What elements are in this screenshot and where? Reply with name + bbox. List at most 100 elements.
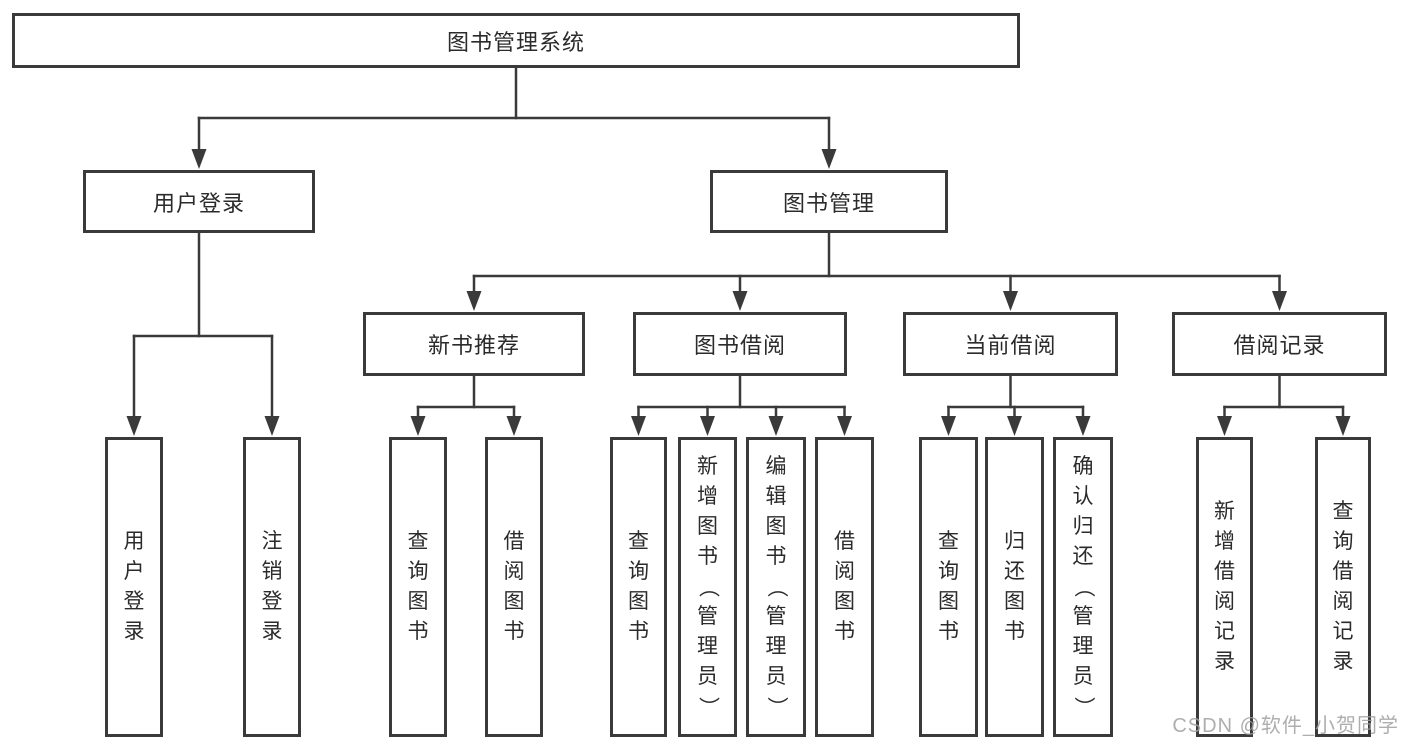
vertical-char: 理 <box>1072 635 1094 658</box>
vertical-char: （ <box>765 576 788 598</box>
vertical-char: 查 <box>938 530 959 553</box>
node-user-login-op: 用户登录 <box>105 437 163 737</box>
vertical-char: 借 <box>1332 560 1354 583</box>
node-records-query-record: 查询借阅记录 <box>1315 437 1371 737</box>
vertical-char: 书 <box>628 620 649 643</box>
vertical-char: 理 <box>765 635 787 658</box>
vertical-char: 查 <box>407 530 429 553</box>
node-book-borrow: 图书借阅 <box>633 312 847 376</box>
node-current-return-books: 归还图书 <box>985 437 1044 737</box>
vertical-char: 图 <box>407 590 429 613</box>
node-borrow-borrow-books: 借阅图书 <box>815 437 874 737</box>
vertical-char: 借 <box>503 530 525 553</box>
vertical-char: 增 <box>1214 530 1235 553</box>
node-current-query-books: 查询图书 <box>919 437 978 737</box>
vertical-char: 员 <box>765 665 787 688</box>
vertical-char: 图 <box>834 590 855 613</box>
node-recommend-borrow-books: 借阅图书 <box>485 437 543 737</box>
vertical-char: 录 <box>261 620 283 643</box>
vertical-char: 新 <box>697 455 718 478</box>
vertical-char: 记 <box>1214 620 1235 643</box>
vertical-char: 注 <box>261 530 283 553</box>
vertical-char: 管 <box>697 605 718 628</box>
node-book-management: 图书管理 <box>710 170 948 233</box>
vertical-char: 书 <box>407 620 429 643</box>
vertical-char: 借 <box>1214 560 1235 583</box>
node-borrow-edit-books: 编辑图书 （ 管理员 ） <box>746 437 806 737</box>
vertical-char: 录 <box>1332 650 1354 673</box>
vertical-char: 询 <box>938 560 959 583</box>
vertical-char: ） <box>696 696 720 718</box>
vertical-char: 询 <box>407 560 429 583</box>
arrow-head-icon <box>941 416 956 436</box>
vertical-char: 确 <box>1072 455 1094 478</box>
vertical-char: 认 <box>1072 485 1094 508</box>
vertical-char: 登 <box>123 590 145 613</box>
node-recommend-query-books: 查询图书 <box>389 437 447 737</box>
vertical-char: 销 <box>261 560 283 583</box>
node-borrow-records: 借阅记录 <box>1172 312 1387 376</box>
vertical-char: 询 <box>1332 530 1354 553</box>
node-user-login: 用户登录 <box>83 170 315 233</box>
vertical-char: 阅 <box>834 560 855 583</box>
arrow-head-icon <box>631 416 646 436</box>
arrow-head-icon <box>191 149 207 169</box>
arrow-head-icon <box>768 416 784 436</box>
vertical-char: 图 <box>628 590 649 613</box>
vertical-char: 图 <box>765 515 787 538</box>
arrow-head-icon <box>1075 416 1091 436</box>
vertical-char: 户 <box>123 560 145 583</box>
vertical-char: 员 <box>1072 665 1094 688</box>
vertical-char: 书 <box>503 620 525 643</box>
vertical-char: 归 <box>1072 515 1094 538</box>
node-new-book-recommend: 新书推荐 <box>363 312 585 376</box>
vertical-char: （ <box>1072 576 1095 598</box>
vertical-char: 登 <box>261 590 283 613</box>
vertical-char: 管 <box>1072 605 1094 628</box>
arrow-head-icon <box>1007 416 1022 436</box>
vertical-char: 还 <box>1004 560 1025 583</box>
vertical-char: （ <box>696 576 720 598</box>
vertical-char: 询 <box>628 560 649 583</box>
vertical-char: 管 <box>765 605 787 628</box>
vertical-char: 用 <box>123 530 145 553</box>
vertical-char: 阅 <box>503 560 525 583</box>
vertical-char: 录 <box>123 620 145 643</box>
arrow-head-icon <box>821 149 837 169</box>
node-system: 图书管理系统 <box>12 13 1020 68</box>
node-current-borrow: 当前借阅 <box>903 312 1118 376</box>
vertical-char: 书 <box>938 620 959 643</box>
node-borrow-add-books: 新增图书 （ 管理员 ） <box>678 437 737 737</box>
vertical-char: 书 <box>765 545 787 568</box>
vertical-char: 查 <box>628 530 649 553</box>
arrow-head-icon <box>837 416 852 436</box>
vertical-char: ） <box>1072 696 1095 718</box>
vertical-char: 员 <box>697 665 718 688</box>
arrow-head-icon <box>126 416 142 436</box>
vertical-char: 书 <box>1004 620 1025 643</box>
vertical-char: 编 <box>765 455 787 478</box>
arrow-head-icon <box>732 291 748 311</box>
vertical-char: ） <box>765 696 788 718</box>
csdn-watermark: CSDN @软件_小贺同学 <box>1172 715 1399 737</box>
vertical-char: 辑 <box>765 485 787 508</box>
arrow-head-icon <box>1003 291 1018 311</box>
vertical-char: 阅 <box>1332 590 1354 613</box>
vertical-char: 书 <box>697 545 718 568</box>
arrow-head-icon <box>700 416 715 436</box>
node-current-confirm-return: 确认归还（管理员） <box>1053 437 1113 737</box>
arrow-head-icon <box>1272 291 1287 311</box>
arrow-head-icon <box>1217 416 1232 436</box>
vertical-char: 图 <box>1004 590 1025 613</box>
vertical-char: 理 <box>697 635 718 658</box>
vertical-char: 增 <box>697 485 718 508</box>
vertical-char: 借 <box>834 530 855 553</box>
vertical-char: 书 <box>834 620 855 643</box>
vertical-char: 图 <box>697 515 718 538</box>
node-borrow-query-books: 查询图书 <box>610 437 667 737</box>
node-records-add-record: 新增借阅记录 <box>1196 437 1253 737</box>
arrow-head-icon <box>506 416 522 436</box>
vertical-char: 图 <box>938 590 959 613</box>
